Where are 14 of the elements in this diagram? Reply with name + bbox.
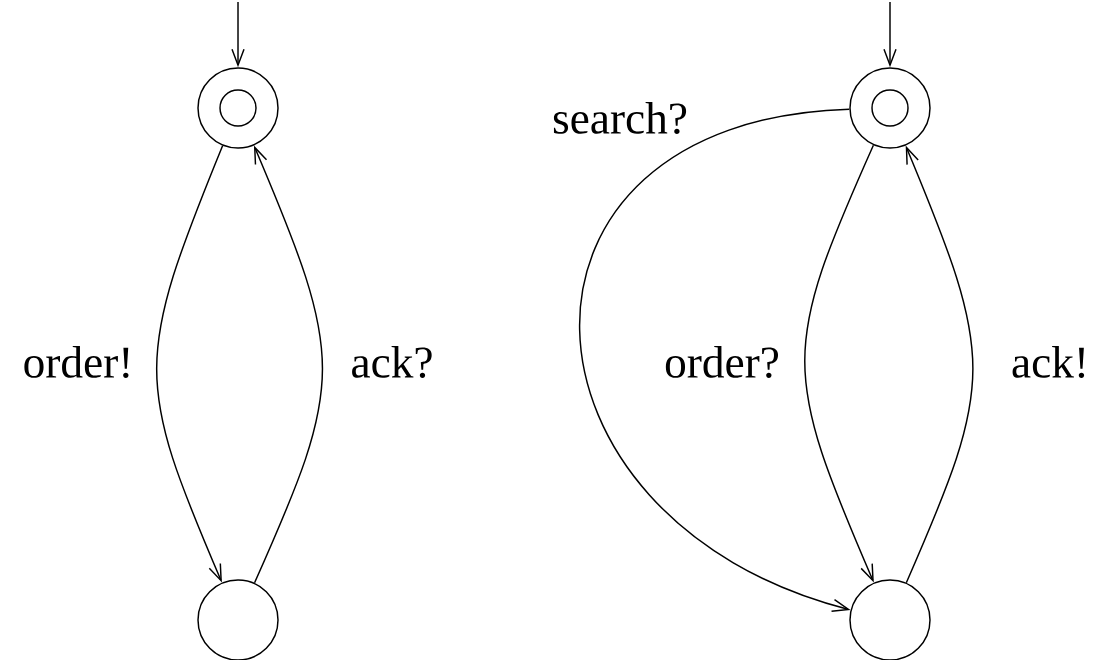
transition-arrow	[253, 145, 324, 584]
transition-arrow	[155, 144, 224, 583]
edge-label: search?	[550, 100, 690, 136]
transition-arrow	[578, 108, 851, 612]
edge-label: ack!	[1009, 344, 1091, 380]
double-circle	[849, 67, 931, 149]
transition-arrow	[804, 144, 875, 583]
transition-arrow	[905, 145, 974, 584]
double-circle	[197, 67, 279, 149]
edge-label: order?	[662, 344, 782, 380]
initial-arrow	[883, 1, 897, 68]
initial-arrow	[231, 1, 245, 68]
edge-label: ack?	[349, 344, 435, 380]
edge-label: order!	[21, 344, 135, 380]
